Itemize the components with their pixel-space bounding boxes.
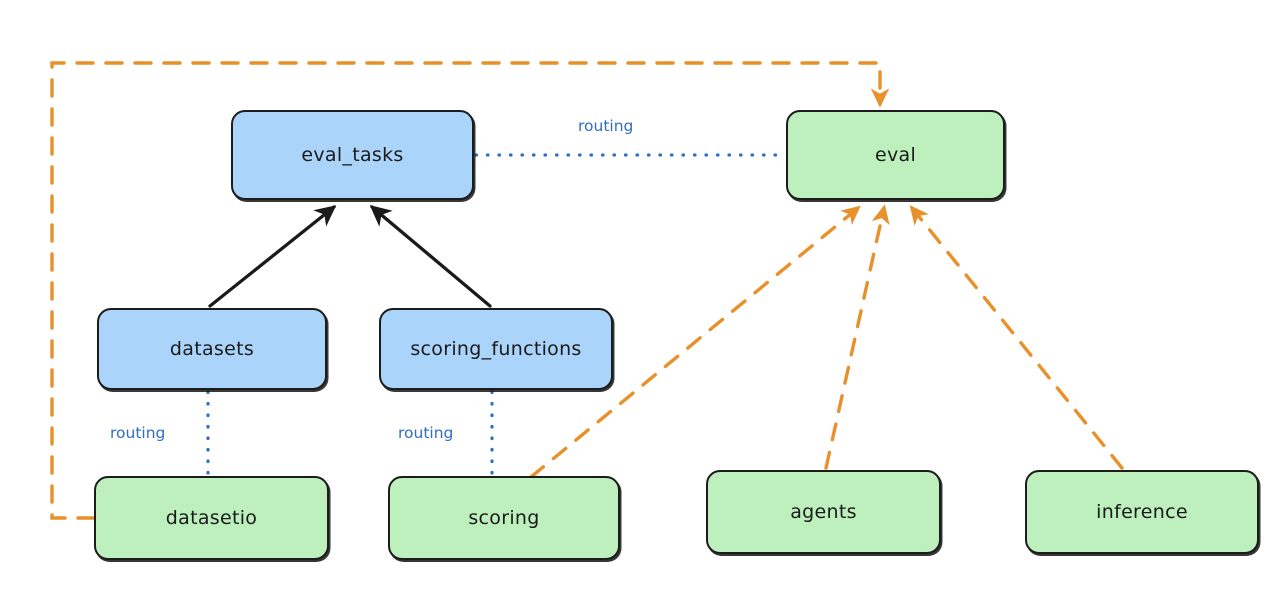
edge-inference-to-eval bbox=[909, 205, 1124, 470]
node-label: scoring_functions bbox=[410, 338, 582, 360]
edge-label-routing-datasets-datasetio: routing bbox=[110, 424, 166, 442]
edge-label-routing-scoring_functions-scoring: routing bbox=[398, 424, 454, 442]
node-eval[interactable]: eval bbox=[786, 110, 1005, 200]
edge-scoring-to-eval bbox=[529, 205, 861, 479]
node-datasetio[interactable]: datasetio bbox=[94, 476, 329, 560]
node-label: datasetio bbox=[165, 507, 258, 529]
edge-agents-to-eval bbox=[824, 204, 890, 470]
node-label: scoring bbox=[468, 507, 540, 529]
node-scoring_functions[interactable]: scoring_functions bbox=[379, 308, 613, 390]
node-datasets[interactable]: datasets bbox=[97, 308, 327, 390]
node-agents[interactable]: agents bbox=[706, 470, 941, 554]
edge-datasetio-to-eval bbox=[50, 61, 890, 520]
edge-scoring_functions-to-eval_tasks bbox=[369, 205, 492, 308]
node-scoring[interactable]: scoring bbox=[388, 476, 620, 560]
node-label: inference bbox=[1096, 501, 1188, 523]
node-eval_tasks[interactable]: eval_tasks bbox=[231, 110, 474, 200]
edge-label-routing-eval_tasks-eval: routing bbox=[578, 117, 634, 135]
node-label: agents bbox=[790, 501, 857, 523]
node-inference[interactable]: inference bbox=[1025, 470, 1259, 554]
edge-datasets-to-eval_tasks bbox=[208, 205, 337, 308]
node-label: eval bbox=[874, 144, 917, 166]
node-label: eval_tasks bbox=[301, 144, 404, 166]
node-label: datasets bbox=[169, 338, 255, 360]
